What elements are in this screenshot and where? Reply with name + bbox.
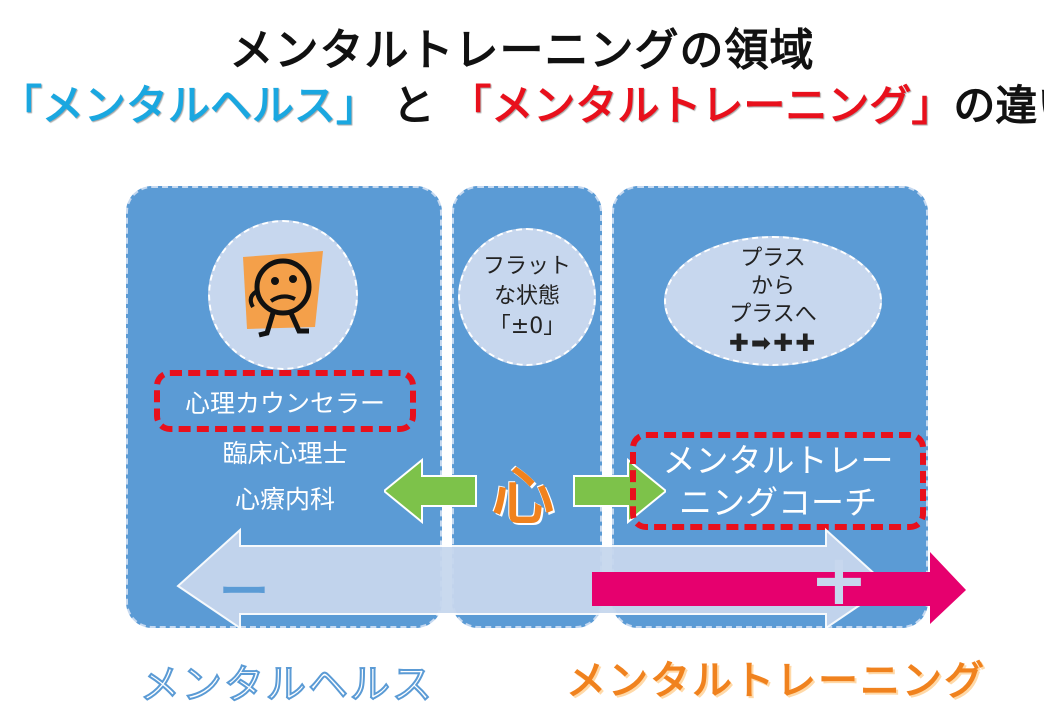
plus-line-3: プラスへ bbox=[729, 302, 817, 327]
flat-line-3: 「±0」 bbox=[488, 314, 566, 339]
plus-sign: + bbox=[809, 539, 869, 621]
subtitle-mental-health: メンタルヘルス bbox=[42, 81, 337, 130]
plus-line-2: から bbox=[750, 274, 795, 299]
flat-line-2: な状態 bbox=[493, 284, 560, 309]
label-psychosomatic-medicine: 心療内科 bbox=[234, 485, 335, 514]
flat-line-1: フラット bbox=[482, 254, 571, 279]
page-subtitle: 「メンタルヘルス」 と 「メンタルトレーニング」の違い bbox=[0, 72, 1044, 133]
right-ellipse-plus-to-plus: プラス から プラスへ ✚➡✚✚ bbox=[664, 236, 882, 366]
left-circle bbox=[208, 220, 358, 370]
counselor-highlight-box bbox=[154, 370, 416, 432]
subtitle-close-bracket-2: 」 bbox=[911, 81, 954, 130]
minus-sign: ー bbox=[219, 563, 269, 621]
subtitle-close-bracket-1: 」 bbox=[336, 81, 379, 130]
footer-mental-training: メンタルトレーニング bbox=[566, 658, 986, 704]
coach-highlight-box bbox=[630, 432, 926, 530]
pink-right-arrow bbox=[592, 552, 966, 624]
heart-kanji: 心 bbox=[491, 460, 554, 533]
label-clinical-psychologist: 臨床心理士 bbox=[222, 439, 348, 468]
green-arrow-right-icon bbox=[573, 458, 666, 524]
middle-circle-flat-state: フラット な状態 「±0」 bbox=[458, 228, 596, 366]
coach-line-1: メンタルトレー bbox=[662, 441, 894, 480]
subtitle-open-bracket-1: 「 bbox=[0, 81, 43, 130]
plus-symbols: ✚➡✚✚ bbox=[728, 329, 818, 357]
subtitle-difference: の違い bbox=[953, 81, 1044, 130]
label-psychological-counselor: 心理カウンセラー bbox=[184, 389, 385, 418]
subtitle-open-bracket-2: 「 bbox=[449, 81, 492, 130]
label-mental-training-coach: メンタルトレー ニングコーチ bbox=[630, 440, 926, 524]
footer-mental-health: メンタルヘルス bbox=[139, 661, 434, 709]
green-arrow-left-icon bbox=[384, 458, 477, 524]
subtitle-mental-training: メンタルトレーニング bbox=[491, 81, 912, 130]
coach-line-2: ニングコーチ bbox=[679, 483, 877, 522]
plus-line-1: プラス bbox=[740, 246, 806, 271]
worried-face-icon bbox=[243, 251, 323, 338]
page-title: メンタルトレーニングの領域 bbox=[229, 25, 815, 76]
subtitle-and: と bbox=[378, 81, 450, 130]
